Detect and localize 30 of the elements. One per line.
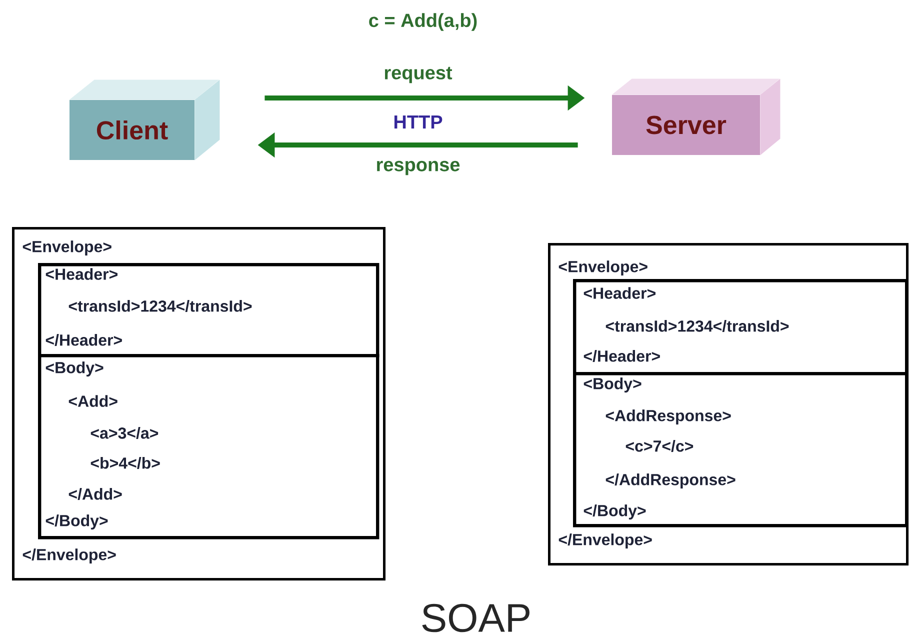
code-line: <AddResponse> <box>606 410 731 424</box>
code-line: </Body> <box>584 504 646 520</box>
code-line: <Envelope> <box>22 240 112 256</box>
code-line: <Envelope> <box>558 260 648 276</box>
code-line: <Body> <box>584 378 642 392</box>
code-line: <transId>1234</transId> <box>606 320 789 332</box>
code-line: </Add> <box>68 488 122 500</box>
code-line: </Header> <box>46 334 122 346</box>
client-box: Client <box>69 80 220 160</box>
code-line: </Envelope> <box>558 534 652 548</box>
code-line: </Envelope> <box>22 548 116 564</box>
code-line: <Header> <box>584 287 656 299</box>
code-line: <transId>1234</transId> <box>68 300 252 312</box>
code-line: <Add> <box>68 395 118 407</box>
code-line: </Body> <box>46 514 108 530</box>
protocol-label: HTTP <box>394 115 442 129</box>
caption: SOAP <box>422 604 530 632</box>
code-line: <a>3</a> <box>90 427 158 439</box>
code-box <box>573 372 908 528</box>
code-line: <Body> <box>46 362 104 376</box>
code-line: <b>4</b> <box>90 457 160 469</box>
code-line: </AddResponse> <box>606 474 736 488</box>
code-line: <Header> <box>46 268 118 280</box>
code-line: <c>7</c> <box>626 440 694 452</box>
server-box: Server <box>612 78 780 156</box>
edge-label: response <box>374 160 462 176</box>
formula-label: c = Add(a,b) <box>369 13 477 31</box>
code-line: </Header> <box>584 350 660 362</box>
code-box <box>38 354 380 540</box>
edge-label: request <box>382 66 454 84</box>
